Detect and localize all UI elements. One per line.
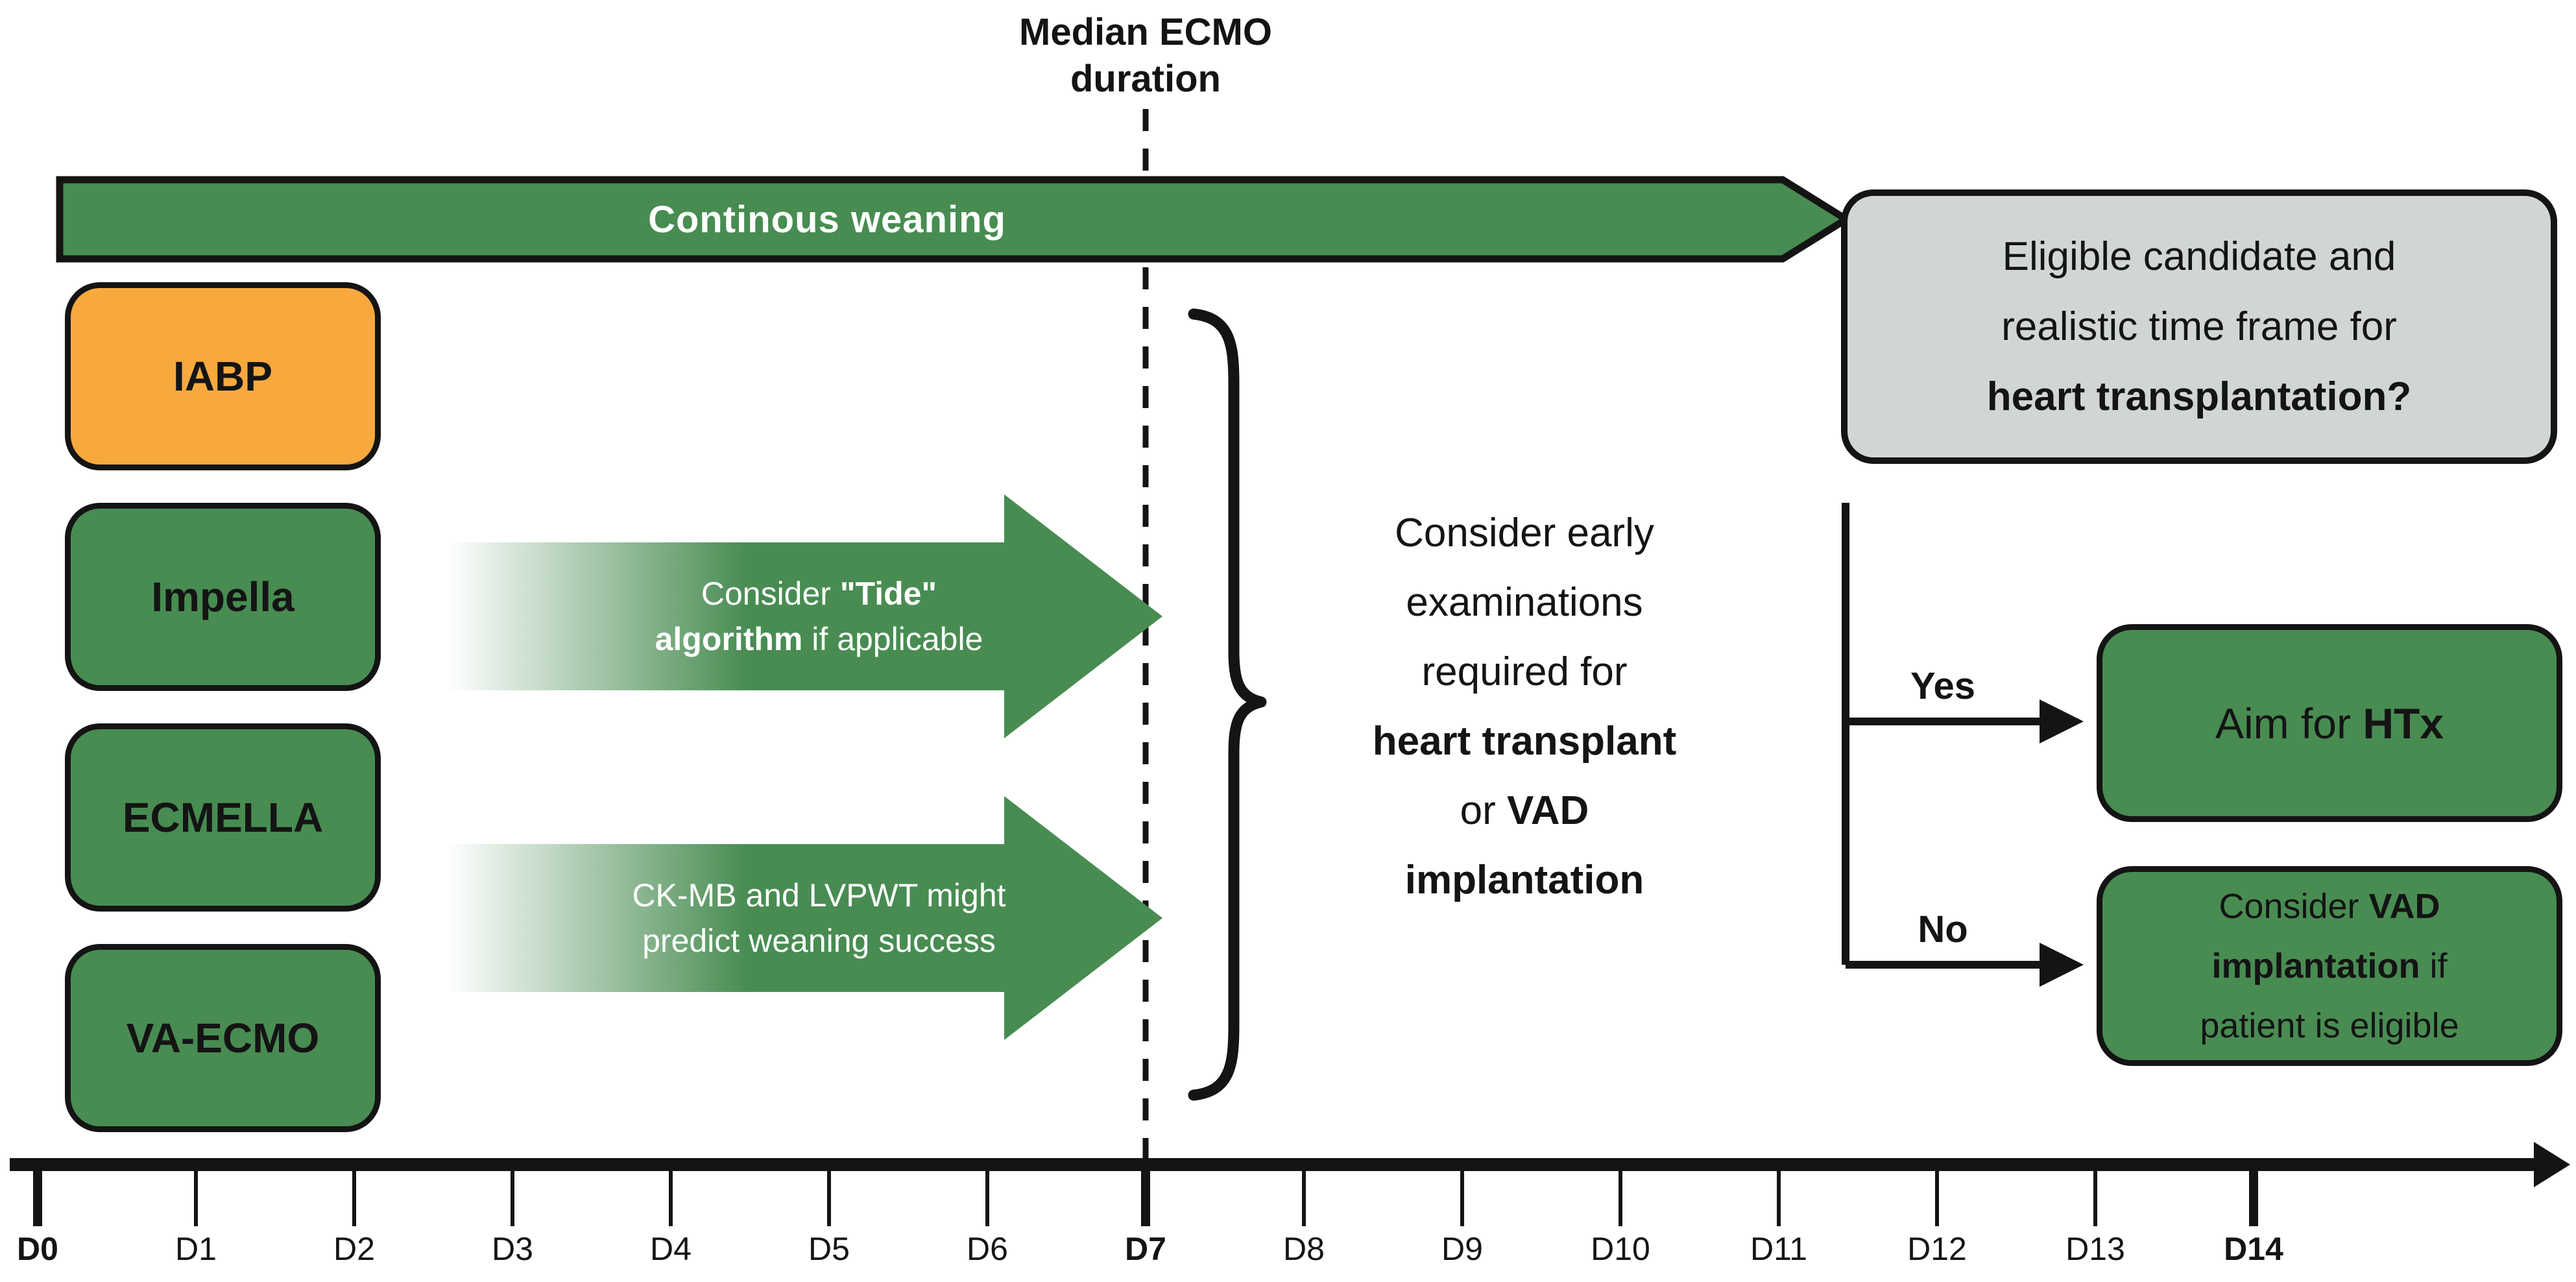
timeline-label-d6: D6 [967,1231,1008,1267]
timeline-label-d4: D4 [650,1231,692,1267]
ckmb-weaning-arrow [448,796,1162,1040]
ckmb-arrow-line-2: predict weaning success [642,923,996,959]
timeline-label-d1: D1 [175,1231,217,1267]
ckmb-arrow-line-1: CK-MB and LVPWT might [632,877,1006,913]
tide-arrow-line-1: Consider "Tide" [701,575,937,612]
timeline-label-d7: D7 [1125,1231,1166,1267]
device-label-va-ecmo: VA-ECMO [126,1015,320,1061]
decision-tree-lines [1842,503,2043,969]
tide-arrow-line-2: algorithm if applicable [655,621,983,657]
device-label-ecmella: ECMELLA [122,794,324,841]
device-label-iabp: IABP [173,353,272,400]
timeline-label-d13: D13 [2065,1231,2125,1267]
timeline-label-d0: D0 [17,1231,58,1267]
eligibility-question-box: Eligible candidate and realistic time fr… [1841,189,2557,464]
no-label: No [1918,908,1968,950]
timeline-label-d10: D10 [1591,1231,1650,1267]
early-line-4: heart transplant [1372,719,1677,764]
vad-box-line-2: implantation if [2211,947,2448,986]
yes-label: Yes [1910,665,1975,707]
median-ecmo-duration-label: Median ECMO duration [932,9,1360,103]
timeline-label-d2: D2 [333,1231,375,1267]
no-arrowhead-icon [2040,943,2084,987]
timeline-arrowhead-icon [2534,1142,2570,1187]
early-line-5: or VAD [1460,788,1589,833]
device-box-va-ecmo: VA-ECMO [65,944,381,1132]
device-box-ecmella: ECMELLA [65,723,381,912]
eligibility-line-3: heart transplantation? [1986,374,2412,419]
tide-arrow-label: Consider "Tide" algorithm if applicable [500,543,1138,690]
continuous-weaning-arrow [56,176,1853,263]
timeline-label-d11: D11 [1750,1231,1807,1267]
timeline-axis [10,1142,2570,1226]
curly-brace [1188,308,1267,1101]
early-examinations-text: Consider early examinations required for… [1288,498,1761,915]
timeline-bar [10,1158,2536,1171]
title-line-1: Median ECMO [1019,11,1272,53]
continuous-weaning-label: Continous weaning [648,198,1006,241]
timeline-label-d12: D12 [1907,1231,1967,1267]
aim-for-htx-box: Aim for HTx [2097,624,2562,822]
early-line-3: required for [1421,649,1628,694]
device-label-impella: Impella [151,574,295,620]
early-line-6: implantation [1404,858,1644,902]
timeline-label-d5: D5 [808,1231,850,1267]
vad-box-line-3: patient is eligible [2200,1006,2459,1045]
vad-box-line-1: Consider VAD [2219,887,2440,926]
device-box-impella: Impella [65,503,381,691]
eligibility-line-1: Eligible candidate and [2002,234,2396,279]
device-box-iabp: IABP [65,282,381,470]
consider-vad-box: Consider VAD implantation if patient is … [2097,866,2562,1066]
title-line-2: duration [1070,58,1221,100]
timeline-label-d8: D8 [1283,1231,1325,1267]
timeline-label-d14: D14 [2224,1231,2283,1267]
early-line-2: examinations [1406,580,1643,625]
eligibility-line-2: realistic time frame for [2001,304,2397,349]
early-line-1: Consider early [1395,511,1654,555]
yes-arrowhead-icon [2040,699,2084,744]
tide-weaning-arrow [448,494,1162,738]
htx-box-text: Aim for HTx [2215,699,2444,747]
timeline-label-d9: D9 [1441,1231,1483,1267]
ckmb-arrow-label: CK-MB and LVPWT might predict weaning su… [500,845,1138,991]
timeline-label-d3: D3 [492,1231,533,1267]
